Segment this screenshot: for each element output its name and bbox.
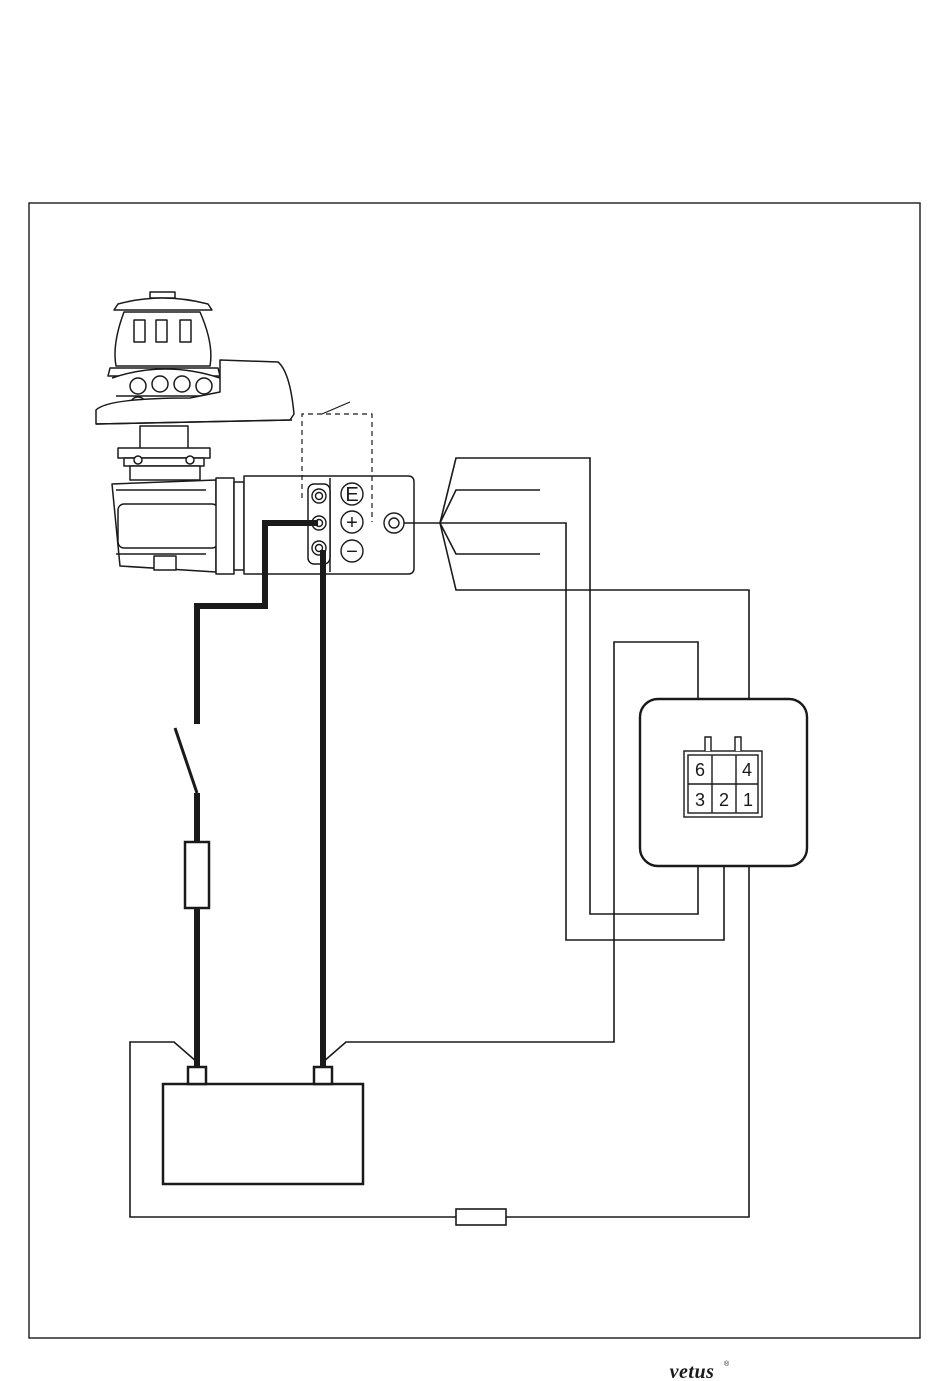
- terminal-minus-label: −: [346, 541, 358, 563]
- pin-4: 4: [742, 760, 752, 780]
- pin-2: 2: [719, 790, 729, 810]
- battery: [163, 1067, 363, 1184]
- pin-6: 6: [695, 760, 705, 780]
- windlass-illustration: [96, 292, 414, 574]
- terminal-plus-label: +: [346, 512, 358, 534]
- pin-1: 1: [743, 790, 753, 810]
- terminal-e-label: E: [345, 484, 358, 506]
- pin-3: 3: [695, 790, 705, 810]
- main-fuse: [185, 842, 209, 908]
- battery-body: [163, 1084, 363, 1184]
- vetus-logo: vetus ®: [670, 1360, 730, 1381]
- battery-terminal-negative: [314, 1067, 332, 1084]
- battery-terminal-positive: [188, 1067, 206, 1084]
- svg-text:vetus: vetus: [670, 1361, 715, 1381]
- main-power-cables: [197, 523, 323, 1066]
- svg-text:®: ®: [724, 1360, 730, 1368]
- small-fuse: [456, 1209, 506, 1225]
- main-switch-blade: [175, 728, 197, 793]
